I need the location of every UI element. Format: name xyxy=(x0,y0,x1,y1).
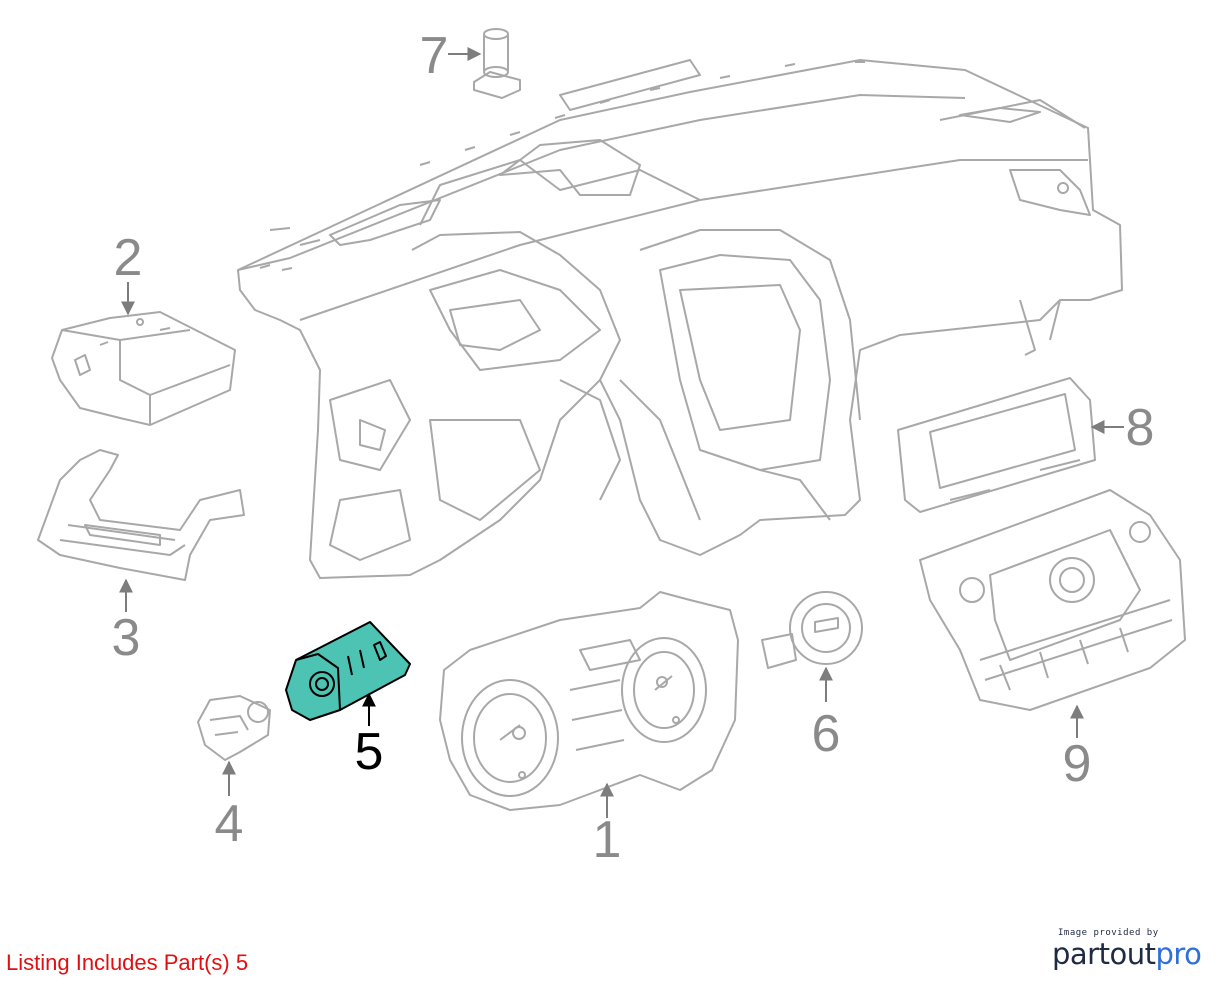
image-credit: Image provided by partoutpro xyxy=(1052,928,1208,970)
part-8-illustration xyxy=(897,377,1096,513)
part-7-illustration xyxy=(473,28,521,99)
listing-note: Listing Includes Part(s) 5 xyxy=(6,950,249,975)
callout-label-4: 4 xyxy=(214,795,244,853)
part-2-illustration xyxy=(51,311,236,426)
dashboard-frame xyxy=(237,59,1123,579)
callout-label-5: 5 xyxy=(354,723,384,781)
callout-label-2: 2 xyxy=(113,229,143,287)
callout-label-1: 1 xyxy=(592,811,622,869)
callout-label-9: 9 xyxy=(1062,735,1092,793)
partoutpro-logo: partoutpro xyxy=(1052,938,1208,970)
callout-label-8: 8 xyxy=(1125,399,1155,457)
part-5-illustration xyxy=(285,621,411,721)
brand-text-part1: partout xyxy=(1052,937,1156,971)
part-4-illustration xyxy=(197,695,271,761)
brand-text-part2: pro xyxy=(1155,937,1202,971)
part-3-illustration xyxy=(37,449,245,581)
part-9-illustration xyxy=(919,489,1186,711)
part-1-illustration xyxy=(439,591,739,811)
callout-label-6: 6 xyxy=(811,705,841,763)
callout-label-7: 7 xyxy=(419,27,449,85)
credit-caption: Image provided by xyxy=(1058,928,1159,938)
callout-label-3: 3 xyxy=(111,609,141,667)
part-6-illustration xyxy=(761,591,863,669)
